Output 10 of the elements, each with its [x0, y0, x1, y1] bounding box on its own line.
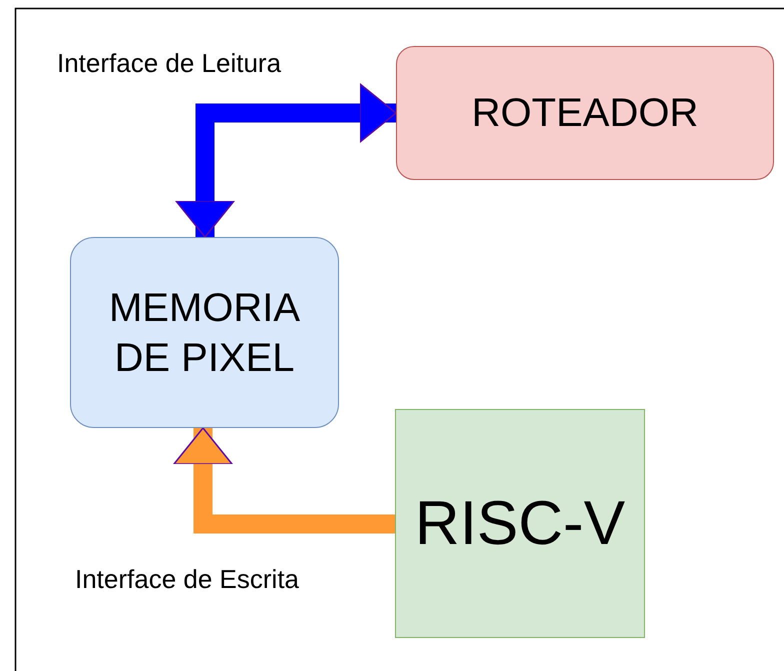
edge-label: Interface de Leitura	[57, 48, 282, 79]
memory-box	[70, 237, 339, 428]
arrow	[175, 83, 397, 238]
node-label: ROTEADOR	[472, 90, 698, 137]
node-label: MEMORIA DE PIXEL	[108, 284, 302, 382]
router-box	[396, 46, 774, 180]
node-label: RISC-V	[414, 488, 626, 560]
processor-box	[395, 409, 645, 638]
arrow	[173, 427, 395, 534]
edge-label: Interface de Escrita	[75, 564, 299, 595]
